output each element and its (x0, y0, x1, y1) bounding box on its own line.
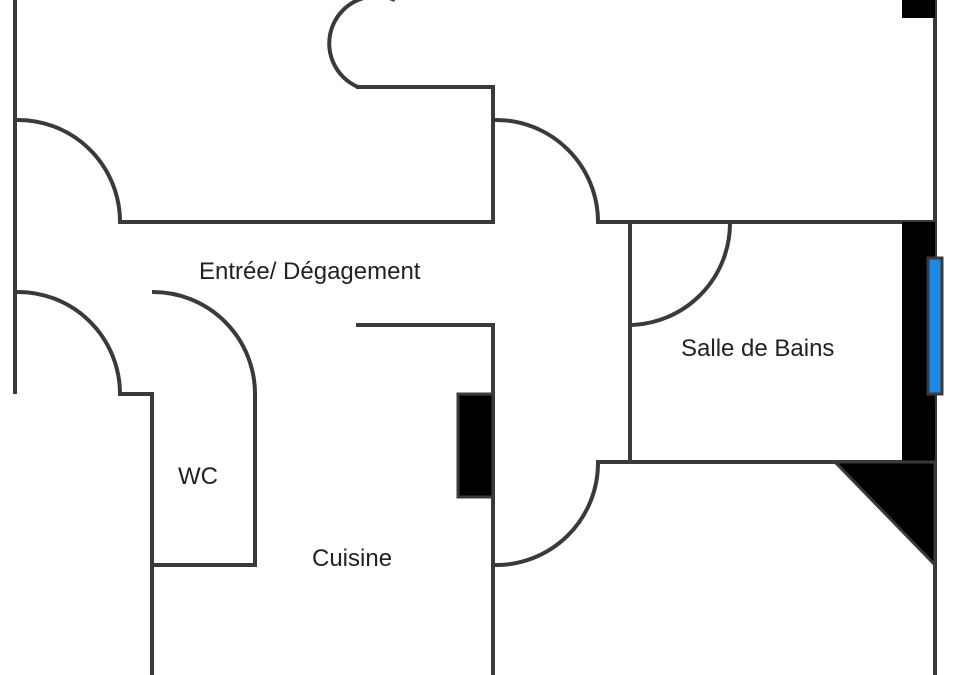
room-label-cuisine: Cuisine (312, 545, 393, 572)
window (926, 256, 944, 396)
door-swing-wc (151, 289, 257, 395)
upper-room-wall (118, 85, 495, 224)
kitchen-counter (456, 392, 495, 499)
door-swing-left-upper (14, 117, 122, 223)
fixtures (456, 0, 944, 569)
door-swing-lower-right (492, 461, 601, 568)
door-swing-right-upper (492, 117, 600, 223)
corner-fixture (831, 460, 937, 569)
door-swing-bathroom (629, 221, 733, 327)
room-label-entree: Entrée/ Dégagement (199, 258, 421, 285)
room-label-wc: WC (178, 463, 218, 490)
kitchen-top-wall (356, 323, 495, 675)
bathroom-wall (628, 220, 937, 464)
door-swing-left-lower (14, 289, 122, 395)
door-swing-top (327, 0, 395, 89)
walls (13, 0, 937, 675)
room-label-salle-de-bains: Salle de Bains (681, 335, 835, 362)
doors (14, 0, 733, 568)
top-right-fixture (902, 0, 935, 18)
